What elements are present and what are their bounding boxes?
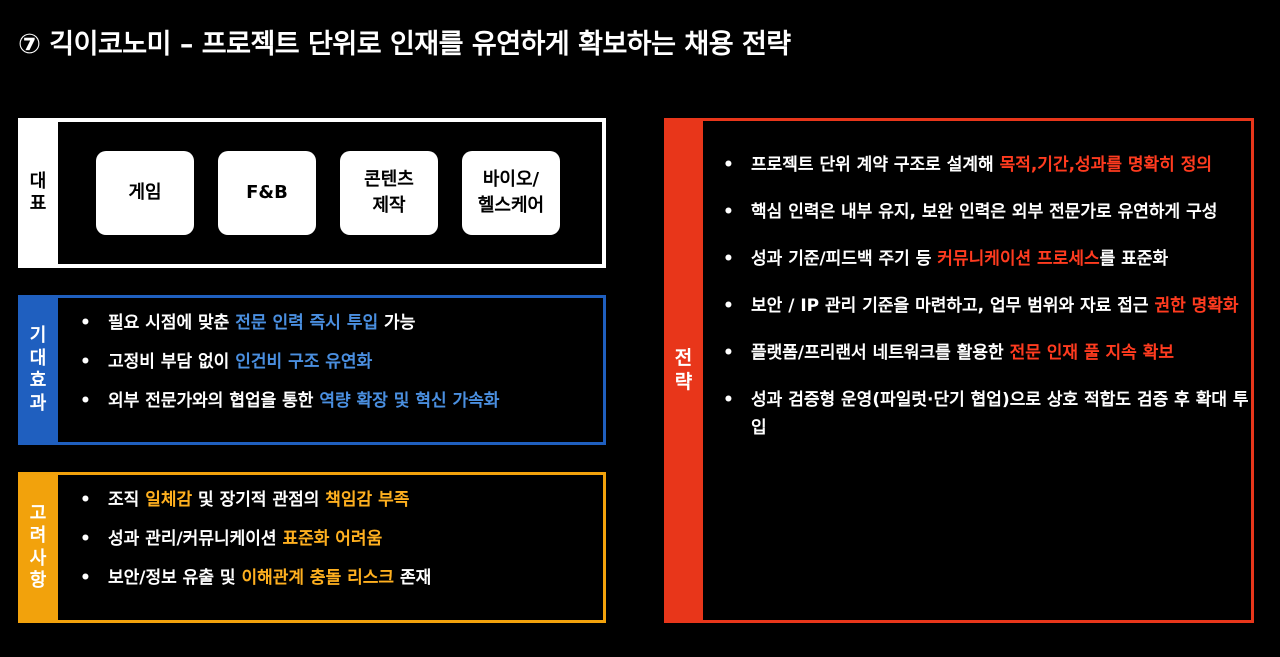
considerations-panel: 고 려 사 항 •조직 일체감 및 장기적 관점의 책임감 부족 •성과 관리/… (18, 472, 606, 623)
industry-card-fnb: F&B (218, 151, 316, 235)
strategy-list: •프로젝트 단위 계약 구조로 설계해 목적,기간,성과를 명확히 정의 •핵심… (723, 151, 1251, 442)
industry-card-game: 게임 (96, 151, 194, 235)
list-item: •보안/정보 유출 및 이해관계 충돌 리스크 존재 (80, 568, 432, 588)
effects-list: •필요 시점에 맞춘 전문 인력 즉시 투입 가능 •고정비 부담 없이 인건비… (58, 298, 603, 412)
list-item: •성과 관리/커뮤니케이션 표준화 어려움 (80, 529, 383, 549)
list-item: •프로젝트 단위 계약 구조로 설계해 목적,기간,성과를 명확히 정의 (723, 155, 1212, 175)
list-item: •고정비 부담 없이 인건비 구조 유연화 (80, 352, 373, 372)
list-item: •핵심 인력은 내부 유지, 보완 인력은 외부 전문가로 유연하게 구성 (723, 202, 1218, 222)
list-item: •보안 / IP 관리 기준을 마련하고, 업무 범위와 자료 접근 권한 명확… (723, 296, 1239, 316)
list-item: •조직 일체감 및 장기적 관점의 책임감 부족 (80, 490, 410, 510)
list-item: •플랫폼/프리랜서 네트워크를 활용한 전문 인재 풀 지속 확보 (723, 343, 1175, 363)
representative-label: 대 표 (29, 170, 47, 215)
considerations-label: 고 려 사 항 (29, 502, 47, 592)
list-item: •외부 전문가와의 협업을 통한 역량 확장 및 혁신 가속화 (80, 391, 500, 411)
strategy-label: 전 략 (674, 346, 693, 393)
effects-label: 기 대 효 과 (29, 325, 47, 414)
considerations-list: •조직 일체감 및 장기적 관점의 책임감 부족 •성과 관리/커뮤니케이션 표… (58, 475, 603, 589)
strategy-panel: 전 략 •프로젝트 단위 계약 구조로 설계해 목적,기간,성과를 명확히 정의… (664, 118, 1254, 623)
industry-card-bio: 바이오/헬스케어 (462, 151, 560, 235)
list-item: •필요 시점에 맞춘 전문 인력 즉시 투입 가능 (80, 313, 416, 333)
effects-panel: 기 대 효 과 •필요 시점에 맞춘 전문 인력 즉시 투입 가능 •고정비 부… (18, 295, 606, 445)
list-item: •성과 기준/피드백 주기 등 커뮤니케이션 프로세스를 표준화 (723, 249, 1169, 269)
list-item: •성과 검증형 운영(파일럿·단기 협업)으로 상호 적합도 검증 후 확대 투… (723, 390, 1249, 438)
page-title: ⑦ 긱이코노미 – 프로젝트 단위로 인재를 유연하게 확보하는 채용 전략 (18, 29, 791, 60)
